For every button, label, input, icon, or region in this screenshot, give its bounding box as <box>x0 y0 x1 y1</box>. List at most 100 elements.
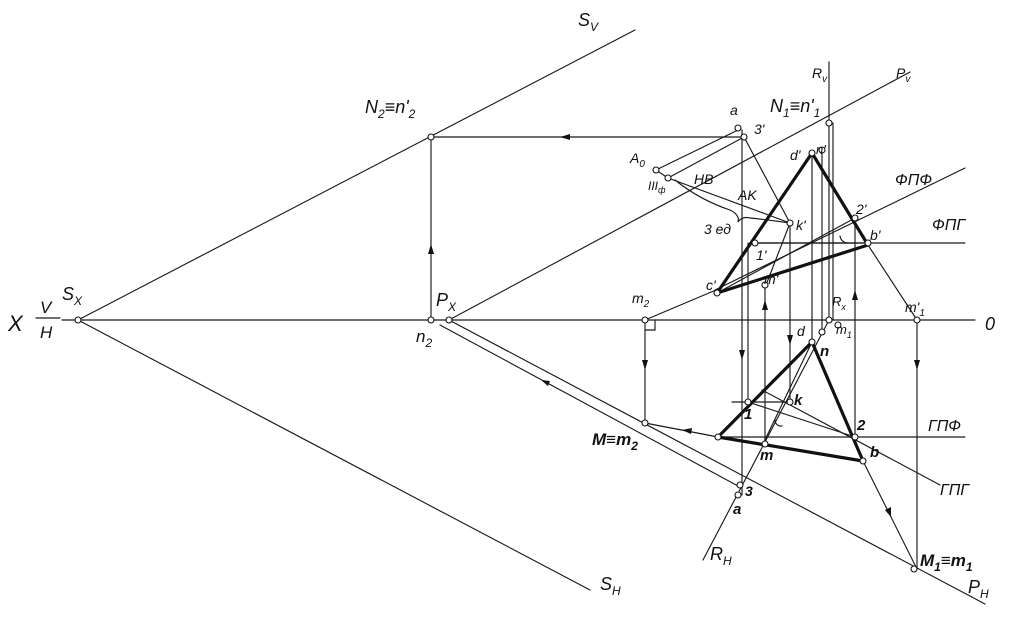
horizontal-m-line <box>762 341 813 445</box>
label-m-prime: m' <box>764 271 780 287</box>
point-m1-prime <box>913 316 921 324</box>
label-k: k <box>794 392 803 409</box>
point-m-eq <box>641 419 649 427</box>
label-h: H <box>40 323 53 342</box>
point-m1-eq <box>910 565 918 573</box>
label-m1: m1 <box>836 322 852 340</box>
point-k-prime <box>786 219 794 227</box>
label-k-prime: k' <box>796 217 807 233</box>
frontal-k-line <box>743 136 791 224</box>
point-k <box>786 398 794 406</box>
label-sh: SH <box>600 574 621 598</box>
point-c-prime <box>713 289 721 297</box>
point-n-prime <box>818 146 826 154</box>
label-fpf: ФПФ <box>895 172 932 189</box>
label-3: 3 <box>745 483 753 499</box>
point-rx <box>825 316 833 324</box>
point-m <box>761 440 769 448</box>
label-n1-prime: N1≡n'1 <box>770 96 820 120</box>
arrow-left-m <box>682 428 692 434</box>
fpf-line <box>714 167 966 291</box>
label-iii: IIIф <box>648 179 666 195</box>
point-n1-prime <box>825 119 833 127</box>
label-m1-eq: M1≡m1 <box>920 551 973 574</box>
arrow-down-vert <box>739 350 745 360</box>
point-1 <box>744 398 752 406</box>
point-b <box>859 457 867 465</box>
point-n2 <box>427 316 435 324</box>
label-a0: A0 <box>629 150 645 170</box>
ph-trace <box>448 319 986 605</box>
label-2: 2 <box>856 417 866 434</box>
arrow-up-vert2 <box>852 290 858 300</box>
right-angle-m2 <box>644 319 656 331</box>
arrow-up-n2 <box>428 244 434 254</box>
label-rv: Rv <box>812 65 828 85</box>
point-d <box>818 328 826 336</box>
pv-trace <box>448 71 911 321</box>
label-zero: 0 <box>985 314 995 334</box>
label-ak: AK <box>737 187 757 203</box>
label-v: V <box>40 298 53 317</box>
rh-trace <box>702 319 830 561</box>
arrow-down-m1 <box>914 360 920 370</box>
label-rx: Rx <box>832 294 846 312</box>
label-fpg: ФПГ <box>932 217 966 234</box>
point-3 <box>736 481 744 489</box>
label-c-prime: c' <box>706 277 717 293</box>
m2-line <box>644 289 717 321</box>
arrow-left-ph <box>541 380 550 386</box>
label-m1-prime: m'1 <box>905 299 925 319</box>
arrow-down-m1b <box>885 507 891 517</box>
point-n2-prime <box>427 133 435 141</box>
frontal-m-line <box>716 217 856 294</box>
label-x-axis: X <box>7 311 24 336</box>
sv-trace <box>77 29 636 321</box>
point-m2 <box>641 316 649 324</box>
arrow-left-n2 <box>560 134 570 140</box>
ph-trace-double <box>439 324 739 487</box>
label-pv: Pv <box>896 65 911 85</box>
label-3-prime: 3' <box>754 121 766 137</box>
a0-line <box>655 129 739 171</box>
iii-line <box>667 177 791 224</box>
label-d: d <box>797 323 806 339</box>
label-b-prime: b' <box>870 227 882 243</box>
point-2-prime <box>851 214 859 222</box>
point-px <box>445 316 453 324</box>
label-sv: SV <box>578 10 599 34</box>
gpg-line <box>761 389 941 486</box>
point-2 <box>851 433 859 441</box>
label-d-prime: d' <box>790 147 802 163</box>
arrow-down-m2 <box>642 360 648 370</box>
point-a0 <box>652 166 660 174</box>
label-n-prime: n' <box>816 142 826 157</box>
label-px: PX <box>436 290 457 314</box>
point-a <box>734 491 742 499</box>
label-m-eq-m2: M≡m2 <box>592 430 638 453</box>
label-n2: n2 <box>416 327 432 350</box>
m1-prime-line <box>867 244 918 321</box>
right-angle-k <box>774 419 783 427</box>
label-b: b <box>870 444 879 461</box>
horizontal-1-2 <box>747 401 856 438</box>
label-zed: 3 ед <box>704 221 731 237</box>
label-gpf: ГПФ <box>928 418 961 435</box>
label-a-up: a <box>730 102 738 118</box>
label-n2-prime: N2≡n'2 <box>365 97 416 121</box>
point-b-prime <box>864 239 872 247</box>
sh-trace <box>77 319 591 591</box>
aux-line <box>667 136 745 179</box>
point-a-up <box>734 124 742 132</box>
label-hb: HB <box>694 171 713 187</box>
label-a: a <box>733 501 741 518</box>
label-m: m <box>760 447 773 464</box>
point-m-prime <box>761 281 769 289</box>
point-3-prime <box>740 133 748 141</box>
label-rh: RH <box>710 544 732 568</box>
point-1-prime <box>751 239 759 247</box>
frontal-k-c <box>765 222 791 286</box>
point-c <box>714 433 722 441</box>
